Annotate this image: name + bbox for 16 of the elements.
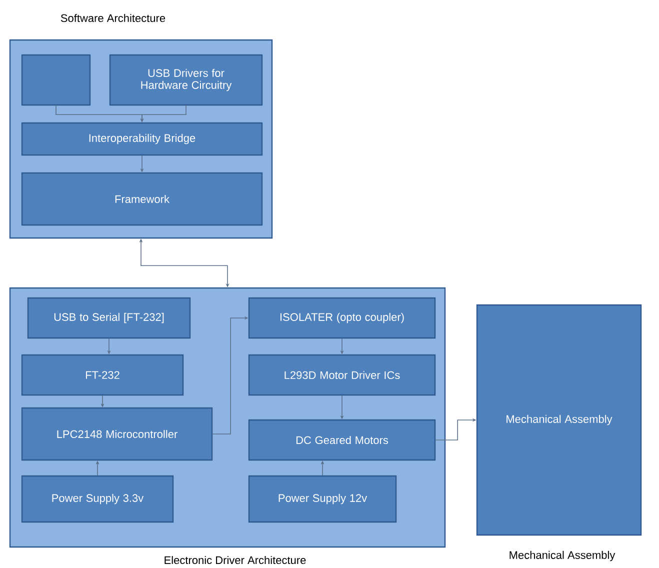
- block-box: L293D Motor Driver ICs: [248, 354, 436, 396]
- block-box: Framework: [21, 172, 263, 226]
- block-box: FT-232: [21, 354, 184, 396]
- assembly-box: Mechanical Assembly: [476, 304, 642, 536]
- block-box: USB Drivers for Hardware Circuitry: [109, 54, 263, 106]
- block-box: DC Geared Motors: [248, 419, 436, 461]
- block-box: Power Supply 3.3v: [21, 475, 174, 523]
- heading: Software Architecture: [60, 14, 166, 22]
- block-box: USB to Serial [FT-232]: [27, 297, 191, 339]
- block-box: ISOLATER (opto coupler): [248, 297, 436, 339]
- block-box: Interoperability Bridge: [21, 122, 263, 156]
- block-box: [21, 54, 91, 106]
- block-box: Power Supply 12v: [248, 475, 397, 523]
- block-box: LPC2148 Microcontroller: [21, 407, 213, 461]
- heading: Mechanical Assembly: [510, 550, 616, 562]
- heading: Electronic Driver Architecture: [164, 556, 306, 564]
